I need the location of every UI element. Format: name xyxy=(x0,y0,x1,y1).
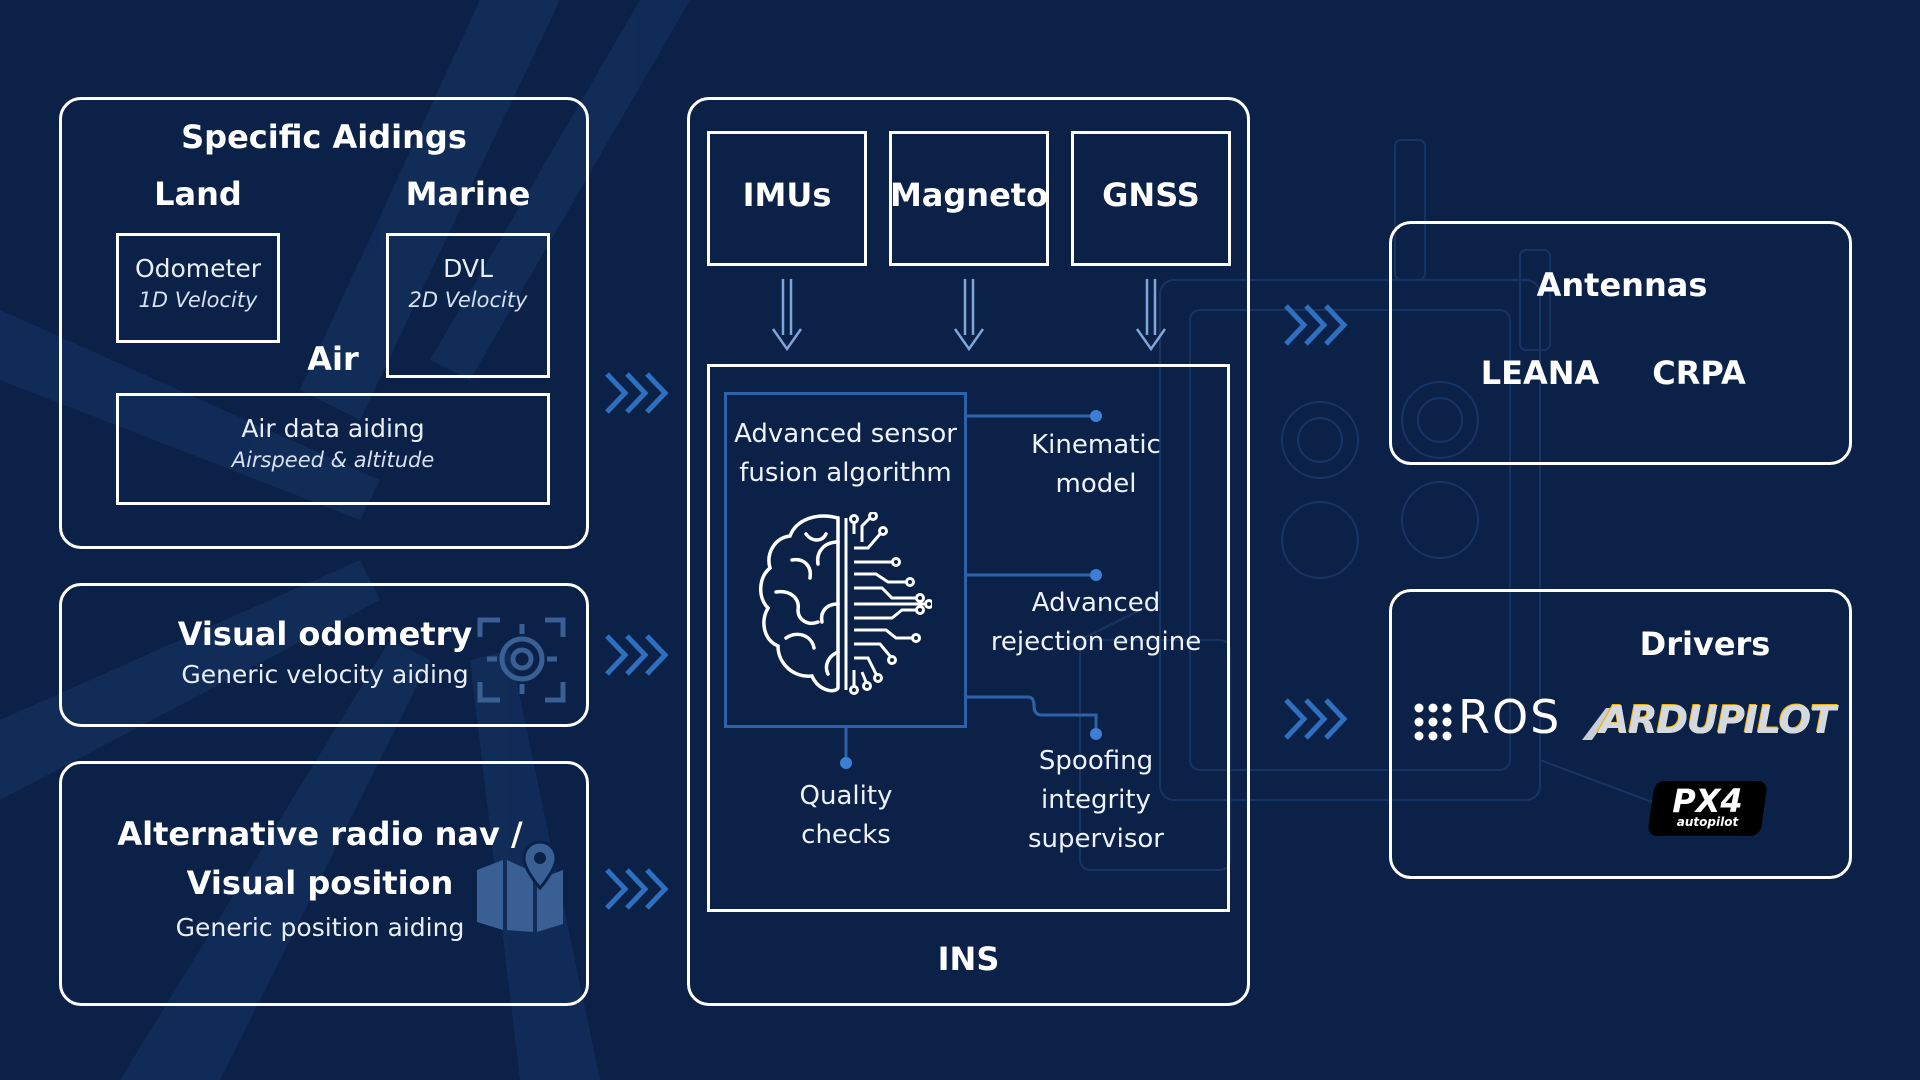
chevron-arrow-icon xyxy=(605,372,669,414)
chevron-arrow-icon xyxy=(605,634,669,676)
chevron-arrow-icon xyxy=(1284,304,1348,346)
magneto-label: Magneto xyxy=(889,176,1049,214)
visual-odometry-panel xyxy=(59,583,589,727)
chevron-arrow-icon xyxy=(605,868,669,910)
marine-label: Marine xyxy=(405,175,531,213)
gnss-box xyxy=(1071,131,1231,266)
specific-aidings-panel xyxy=(59,97,589,549)
drivers-panel xyxy=(1389,589,1852,879)
land-label: Land xyxy=(154,175,242,213)
air-data-sub: Airspeed & altitude xyxy=(231,448,435,472)
brain-circuit-icon xyxy=(759,512,932,695)
dvl-label: DVL xyxy=(443,254,493,283)
antenna-leana: LEANA xyxy=(1480,354,1600,392)
fusion-label-line2: fusion algorithm xyxy=(739,458,952,488)
processing-box xyxy=(707,364,1230,912)
map-pin-icon xyxy=(477,840,563,932)
gnss-label: GNSS xyxy=(1102,176,1200,214)
radio-nav-panel xyxy=(59,761,589,1006)
fusion-algorithm-box xyxy=(724,392,967,728)
spoofing-line3: supervisor xyxy=(1028,824,1164,854)
air-label: Air xyxy=(307,340,359,378)
ardupilot-swoosh-icon xyxy=(1582,708,1614,740)
radio-nav-sub: Generic position aiding xyxy=(175,913,465,942)
ins-panel xyxy=(687,97,1250,1006)
odometer-box xyxy=(116,233,280,343)
px4-logo-subtext: autopilot xyxy=(1676,815,1739,829)
down-arrow-icon xyxy=(771,279,803,352)
drivers-title: Drivers xyxy=(1639,625,1771,663)
air-data-label: Air data aiding xyxy=(241,414,425,443)
ins-label: INS xyxy=(937,940,1000,978)
rejection-line2: rejection engine xyxy=(990,627,1202,657)
spoofing-line1: Spoofing xyxy=(1038,746,1154,776)
kinematic-line1: Kinematic xyxy=(1031,430,1161,460)
camera-focus-icon xyxy=(477,617,566,703)
px4-logo-text: PX4 xyxy=(1672,782,1743,820)
spoofing-line2: integrity xyxy=(1041,785,1151,815)
dvl-box xyxy=(386,233,550,378)
air-data-box xyxy=(116,393,550,505)
quality-line2: checks xyxy=(801,820,891,850)
ros-logo-text: ROS xyxy=(1458,690,1562,744)
rejection-line1: Advanced xyxy=(1031,588,1161,618)
radio-nav-title-line2: Visual position xyxy=(186,864,454,902)
visual-odometry-sub: Generic velocity aiding xyxy=(181,660,469,689)
chevron-arrow-icon xyxy=(1284,698,1348,740)
magneto-box xyxy=(889,131,1049,266)
connector-lines xyxy=(840,410,1102,769)
ros-logo-icon xyxy=(1414,703,1452,741)
ardupilot-logo-text: ARDUPILOT xyxy=(1600,698,1836,742)
imus-label: IMUs xyxy=(742,176,832,214)
odometer-sub: 1D Velocity xyxy=(138,288,258,312)
visual-odometry-title: Visual odometry xyxy=(177,615,473,653)
kinematic-line2: model xyxy=(1055,469,1137,499)
radio-nav-title-line1: Alternative radio nav / xyxy=(117,815,523,853)
antenna-crpa: CRPA xyxy=(1652,354,1746,392)
down-arrow-icon xyxy=(953,279,985,352)
down-arrow-icon xyxy=(1135,279,1167,352)
antennas-title: Antennas xyxy=(1536,266,1708,304)
antennas-panel xyxy=(1389,221,1852,465)
quality-line1: Quality xyxy=(799,781,893,811)
imus-box xyxy=(707,131,867,266)
odometer-label: Odometer xyxy=(134,254,262,283)
dvl-sub: 2D Velocity xyxy=(408,288,528,312)
fusion-label-line1: Advanced sensor xyxy=(734,419,957,449)
specific-aidings-title: Specific Aidings xyxy=(181,118,467,156)
